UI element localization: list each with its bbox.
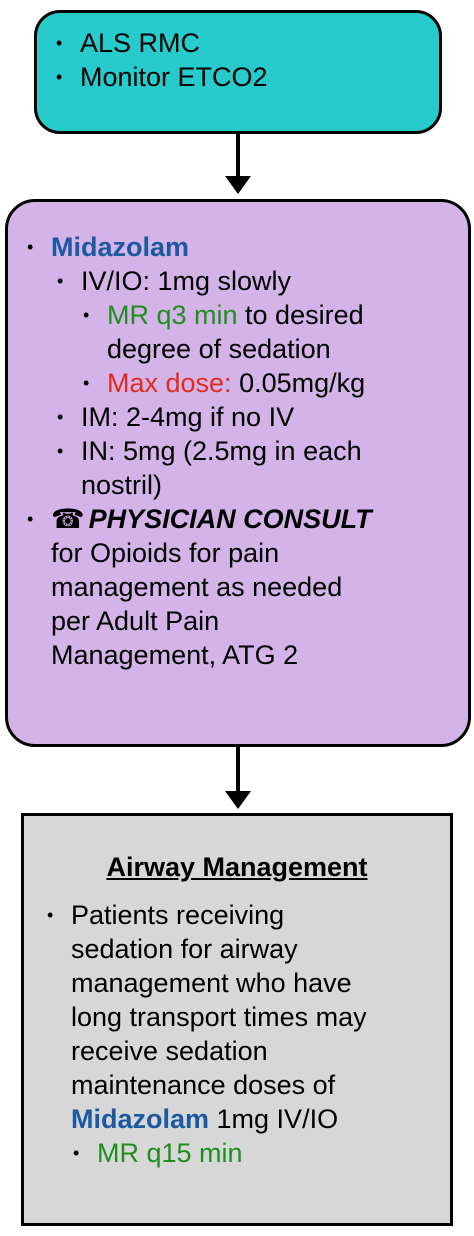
drug-name: Midazolam (51, 232, 190, 262)
airway-heading: Airway Management (106, 852, 368, 882)
repeat-dose-text: MR q15 min (97, 1138, 243, 1168)
repeat-dose-text: MR q3 min (107, 300, 238, 330)
als-list: ALS RMC Monitor ETCO2 (56, 26, 268, 94)
phone-icon: ☎ (51, 504, 85, 534)
down-arrow (225, 747, 251, 809)
list-item: Monitor ETCO2 (56, 60, 268, 94)
list-item: Max dose: 0.05mg/kg (83, 366, 461, 400)
list-item: MR q15 min (73, 1136, 441, 1170)
list-item: IN: 5mg (2.5mg in each nostril) (57, 434, 461, 502)
down-arrow (225, 134, 251, 194)
airway-list: Patients receiving sedation for airway m… (47, 898, 441, 1170)
list-item: IM: 2-4mg if no IV (57, 400, 461, 434)
consult-item: ☎PHYSICIAN CONSULT for Opioids for pain … (27, 502, 461, 672)
drug-item: Midazolam (27, 230, 461, 264)
list-item: Patients receiving sedation for airway m… (47, 898, 441, 1136)
max-dose-label: Max dose: (107, 368, 232, 398)
physician-consult: ☎PHYSICIAN CONSULT (51, 504, 372, 534)
midazolam-list: Midazolam IV/IO: 1mg slowly MR q3 min to… (27, 230, 461, 672)
drug-name: Midazolam (71, 1104, 210, 1134)
list-item: MR q3 min to desired degree of sedation (83, 298, 461, 366)
list-item: ALS RMC (56, 26, 268, 60)
list-item: IV/IO: 1mg slowly (57, 264, 461, 298)
